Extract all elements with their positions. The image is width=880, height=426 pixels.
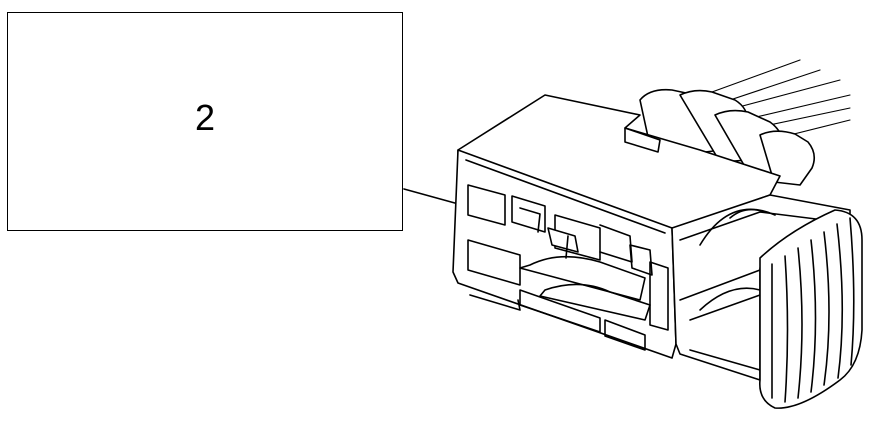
ribbed-grip [758,209,863,409]
wire-seals [639,88,816,186]
terminal-cavities [467,184,669,351]
locking-latch [547,227,579,259]
callout-number: 2 [194,96,216,138]
callout-box: 2 [7,12,403,231]
